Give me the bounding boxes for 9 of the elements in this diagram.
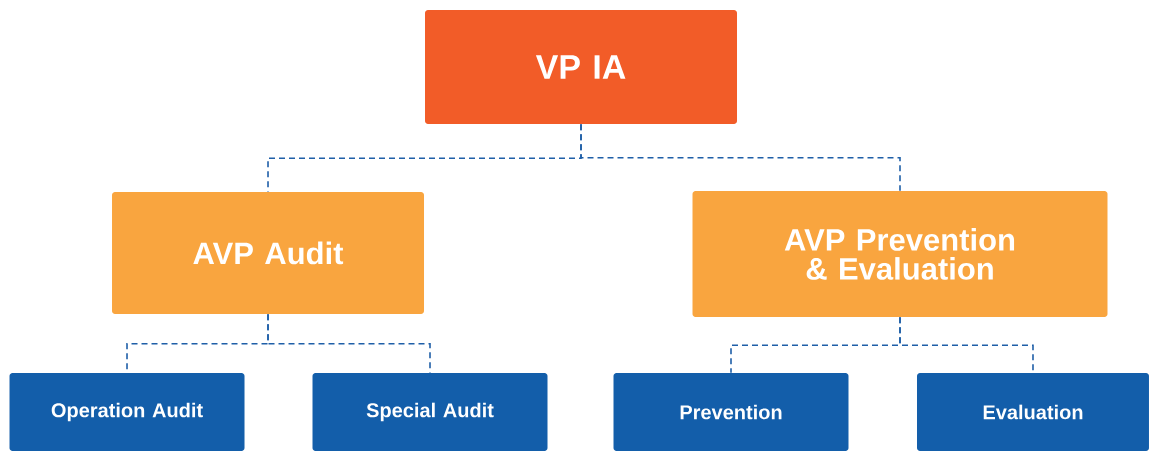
connector-line [580,123,901,192]
title-box: VP IA [425,10,737,124]
unit-box: Special Audit [312,373,548,451]
department-box: AVP Prevention & Evaluation [692,191,1108,317]
department-box: AVP Audit [112,192,424,314]
unit-box: Prevention [613,373,849,451]
unit-box: Evaluation [917,373,1149,451]
unit-box: Operation Audit [9,373,245,451]
connector-line [267,313,431,374]
